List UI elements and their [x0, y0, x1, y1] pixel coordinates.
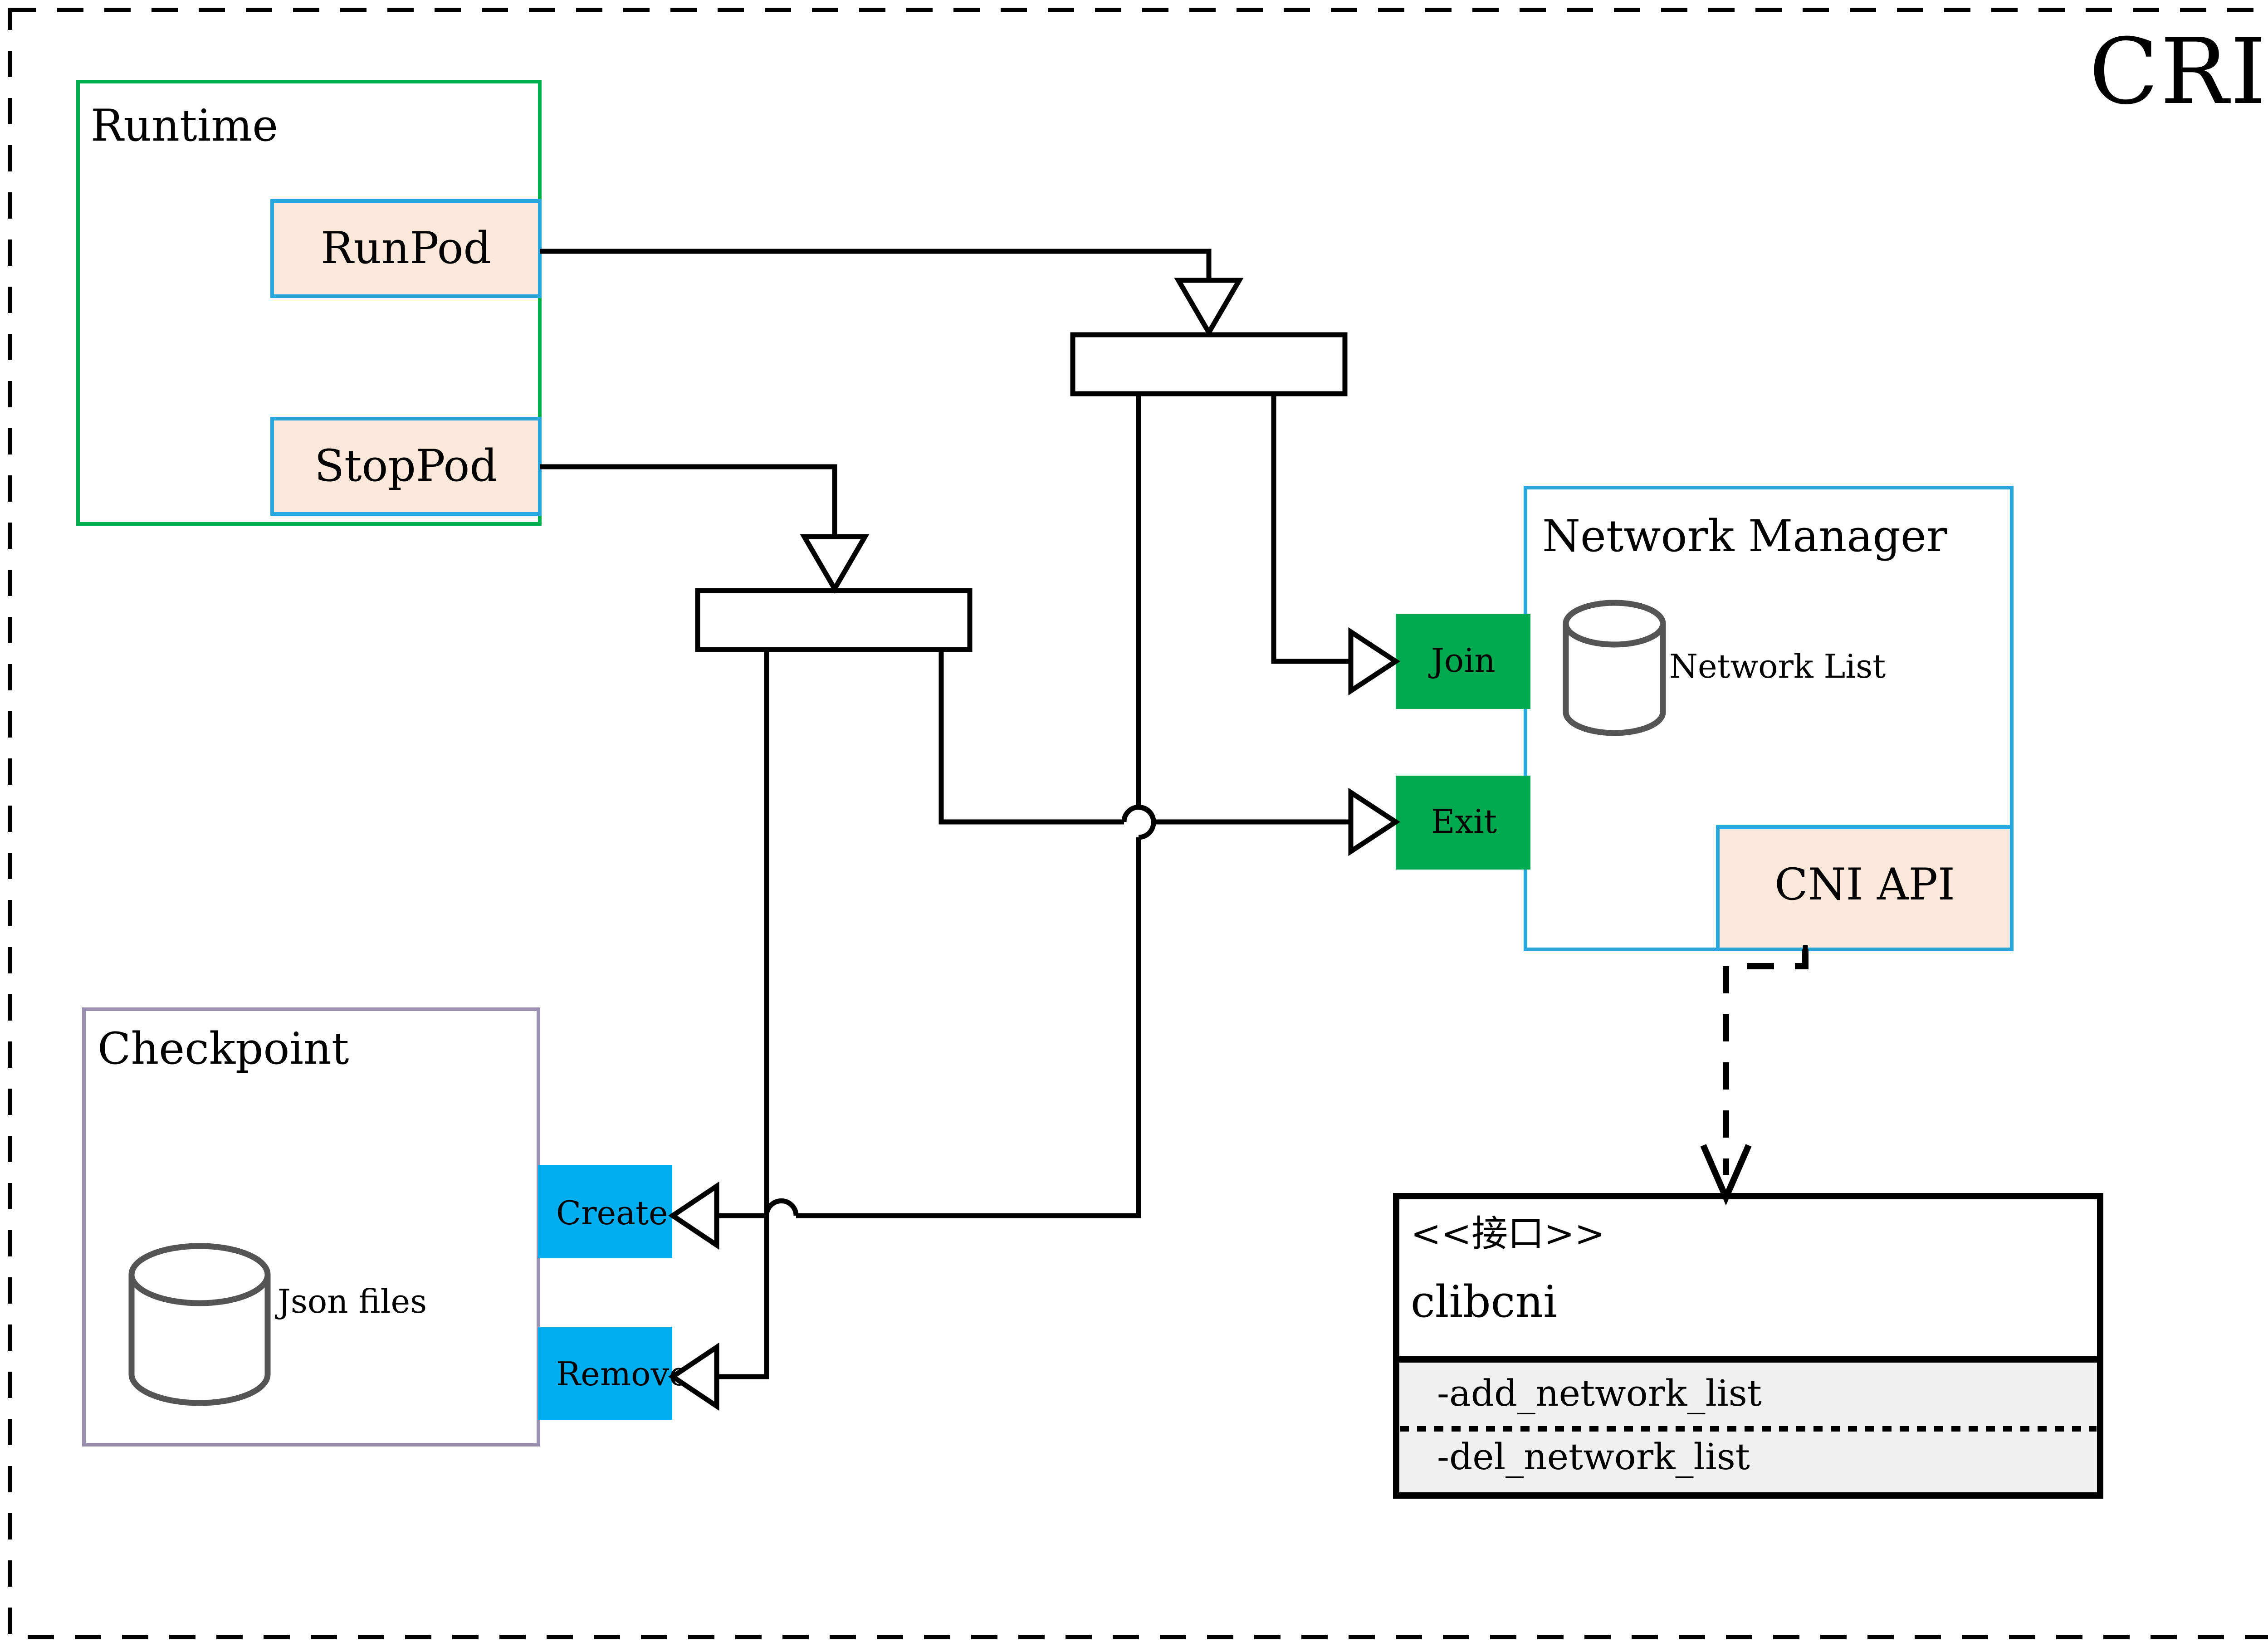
interface-method-del: -del_network_list: [1437, 1436, 1750, 1478]
node-exit-label: Exit: [1431, 802, 1497, 841]
node-join[interactable]: [1396, 614, 1530, 709]
node-stoppod[interactable]: [270, 417, 542, 516]
edge-runpod-to-fork-upper: [540, 249, 1212, 283]
package-checkpoint-title: Checkpoint: [98, 1023, 349, 1074]
arrow-stoppod-to-fork-lower: [800, 534, 870, 594]
network-list-cylinder-icon: [1563, 600, 1666, 736]
node-remove[interactable]: [538, 1327, 672, 1420]
network-list-label: Network List: [1669, 647, 1886, 685]
outer-frame: [8, 8, 2268, 1639]
node-create[interactable]: [538, 1165, 672, 1258]
node-cni-api[interactable]: [1716, 825, 2014, 951]
line-jump-create: [764, 1198, 799, 1216]
node-remove-label: Remove: [556, 1355, 689, 1393]
node-cni-api-label: CNI API: [1774, 859, 1955, 910]
node-stoppod-label: StopPod: [314, 440, 498, 491]
node-exit[interactable]: [1396, 776, 1530, 870]
arrow-to-clibcni: [1700, 1144, 1752, 1206]
diagram-title: CRI: [2089, 19, 2268, 125]
package-network-manager-title: Network Manager: [1542, 511, 1947, 562]
arrow-to-join: [1348, 627, 1401, 696]
edge-fork-upper-left-leg-lower: [796, 837, 1141, 1218]
edge-cni-api-to-clibcni: [1723, 949, 1809, 1175]
arrow-to-create: [668, 1181, 719, 1250]
arrow-to-remove: [668, 1342, 719, 1411]
line-jump-exit-horizontal: [1121, 805, 1156, 822]
interface-stereotype: <<接口>>: [1411, 1212, 1605, 1255]
edge-stoppod-to-fork-lower: [540, 464, 837, 540]
package-runtime-title: Runtime: [91, 100, 278, 151]
interface-clibcni-header: [1393, 1193, 2103, 1363]
node-create-label: Create: [556, 1194, 668, 1232]
edge-fork-lower-right-leg: [938, 650, 1124, 825]
node-runpod-label: RunPod: [321, 223, 491, 274]
fork-bar-upper: [1070, 332, 1348, 396]
interface-method-add: -add_network_list: [1437, 1372, 1762, 1414]
interface-name: clibcni: [1411, 1276, 1557, 1327]
edge-fork-upper-to-join: [1271, 394, 1351, 664]
node-runpod[interactable]: [270, 199, 542, 298]
arrow-runpod-to-fork-upper: [1174, 278, 1244, 337]
fork-bar-lower: [695, 588, 973, 652]
node-join-label: Join: [1428, 641, 1496, 679]
json-files-label: Json files: [274, 1282, 427, 1320]
edge-fork-lower-to-remove: [712, 650, 769, 1379]
json-files-cylinder-icon: [128, 1243, 271, 1406]
arrow-to-exit: [1348, 787, 1401, 856]
